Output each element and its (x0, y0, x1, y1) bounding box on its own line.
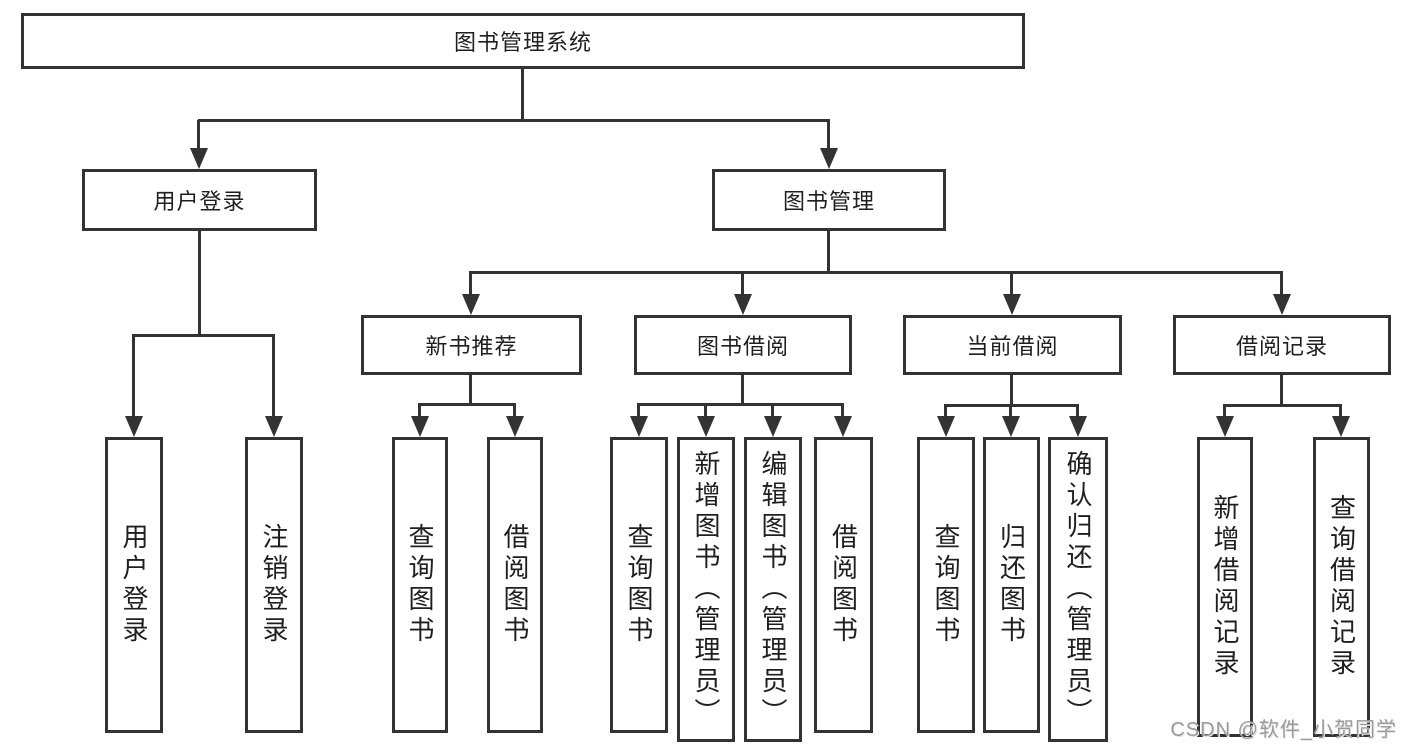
node-borrow-records: 借阅记录 (1173, 315, 1391, 375)
arrow-down-icon (1069, 416, 1087, 437)
connector-stub (469, 375, 472, 406)
connector-shaft (771, 403, 774, 418)
node-user-login: 用户登录 (82, 169, 317, 231)
leaf-label: 借阅图书 (500, 523, 530, 647)
connector-split (418, 403, 516, 406)
leaf-label: 用户登录 (119, 523, 149, 647)
arrow-down-icon (820, 148, 838, 169)
leaf-label: 查询借阅记录 (1326, 494, 1357, 680)
csdn-watermark: CSDN @软件_小贺同学 (1170, 719, 1397, 741)
leaf-add-borrow-record: 新增借阅记录 (1197, 437, 1253, 737)
leaf-label: 查询图书 (624, 523, 654, 647)
leaf-edit-book-admin: 编辑图书（管理员） (744, 437, 802, 742)
connector-shaft (704, 403, 707, 418)
connector-shaft (272, 334, 275, 419)
connector-shaft (513, 403, 516, 418)
arrow-down-icon (506, 416, 524, 437)
connector-shaft (1009, 404, 1012, 418)
arrow-down-icon (764, 416, 782, 437)
arrow-down-icon (1216, 416, 1234, 437)
arrow-down-icon (734, 294, 752, 315)
connector-shaft (1339, 404, 1342, 418)
leaf-logout: 注销登录 (245, 437, 303, 733)
leaf-recommend-borrow-book: 借阅图书 (487, 437, 543, 733)
connector-root-stub (521, 68, 524, 121)
connector-stub (1010, 375, 1013, 407)
leaf-label: 确认归还（管理员） (1063, 450, 1093, 729)
arrow-down-icon (697, 416, 715, 437)
connector-stub (198, 231, 201, 337)
leaf-label: 查询图书 (931, 523, 961, 647)
leaf-label: 查询图书 (405, 523, 435, 647)
leaf-user-login: 用户登录 (105, 437, 163, 733)
arrow-down-icon (1002, 416, 1020, 437)
node-label: 新书推荐 (425, 334, 518, 359)
leaf-label: 借阅图书 (828, 523, 859, 647)
arrow-down-icon (834, 416, 852, 437)
arrow-down-icon (265, 416, 283, 437)
arrow-down-icon (937, 416, 955, 437)
connector-shaft (1076, 404, 1079, 418)
connector-shaft (841, 403, 844, 418)
connector-stub (827, 231, 830, 273)
node-label: 用户登录 (153, 189, 246, 214)
leaf-query-borrow-record: 查询借阅记录 (1313, 437, 1370, 737)
node-current-borrow: 当前借阅 (903, 315, 1122, 375)
arrow-down-icon (1332, 416, 1350, 437)
connector-stub (1280, 375, 1283, 407)
connector-shaft (1223, 404, 1226, 418)
connector-shaft (944, 404, 947, 418)
node-label: 图书管理 (782, 189, 875, 214)
connector-split (637, 403, 844, 406)
leaf-borrow-borrow-book: 借阅图书 (814, 437, 873, 733)
arrow-down-icon (411, 416, 429, 437)
leaf-label: 新增借阅记录 (1210, 494, 1240, 680)
node-label: 当前借阅 (966, 334, 1059, 359)
connector-shaft (469, 271, 472, 296)
arrow-down-icon (462, 294, 480, 315)
connector-shaft (132, 334, 135, 419)
leaf-recommend-query-book: 查询图书 (392, 437, 448, 733)
connector-root-split (198, 119, 830, 122)
node-new-book-recommend: 新书推荐 (361, 315, 582, 375)
arrow-down-icon (1003, 294, 1021, 315)
leaf-label: 编辑图书（管理员） (758, 450, 788, 729)
leaf-add-book-admin: 新增图书（管理员） (677, 437, 735, 742)
leaf-label: 注销登录 (259, 523, 289, 647)
node-label: 图书管理系统 (453, 30, 592, 55)
connector-split (132, 334, 275, 337)
node-label: 借阅记录 (1235, 334, 1328, 359)
leaf-label: 归还图书 (996, 523, 1027, 647)
connector-shaft (1010, 271, 1013, 296)
connector-shaft (197, 120, 200, 151)
connector-split (1223, 404, 1342, 407)
connector-shaft (1280, 271, 1283, 296)
leaf-borrow-query-book: 查询图书 (610, 437, 668, 733)
leaf-label: 新增图书（管理员） (691, 450, 721, 729)
leaf-current-query-book: 查询图书 (917, 437, 975, 733)
node-library-management-system: 图书管理系统 (21, 13, 1025, 69)
leaf-confirm-return-admin: 确认归还（管理员） (1048, 437, 1108, 742)
arrow-down-icon (1273, 294, 1291, 315)
connector-shaft (741, 271, 744, 296)
connector-shaft (418, 403, 421, 418)
node-book-management: 图书管理 (712, 169, 946, 231)
arrow-down-icon (125, 416, 143, 437)
node-label: 图书借阅 (696, 334, 789, 359)
arrow-down-icon (190, 148, 208, 169)
connector-shaft (827, 120, 830, 151)
node-book-borrow: 图书借阅 (634, 315, 852, 375)
connector-shaft (637, 403, 640, 418)
leaf-return-book: 归还图书 (983, 437, 1040, 733)
connector-stub (741, 375, 744, 406)
connector-split (469, 271, 1283, 274)
arrow-down-icon (630, 416, 648, 437)
